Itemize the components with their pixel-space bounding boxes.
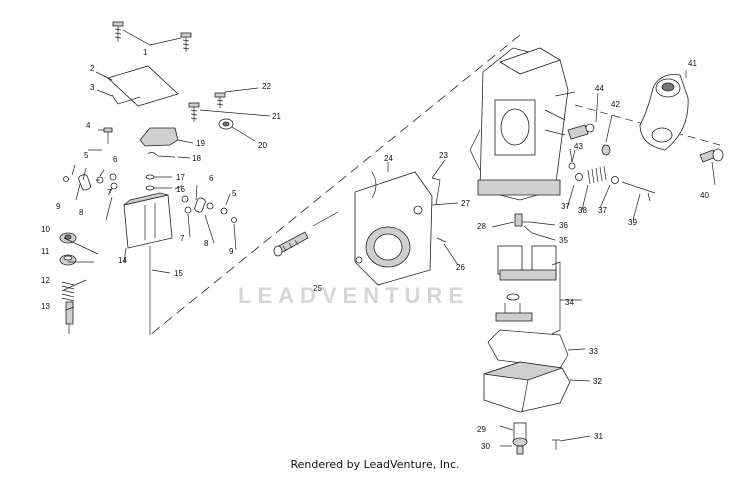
callout-42: 42 bbox=[611, 100, 620, 109]
part-29-drain-plug bbox=[512, 422, 528, 455]
part-31-screw bbox=[552, 439, 560, 450]
part-13-jet bbox=[65, 301, 74, 334]
callout-43: 43 bbox=[574, 142, 583, 151]
callout-24: 24 bbox=[384, 154, 393, 163]
part-3-gasket bbox=[111, 94, 141, 105]
callout-37a: 37 bbox=[561, 202, 570, 211]
part-33-gasket bbox=[487, 329, 569, 369]
callout-38: 38 bbox=[578, 206, 587, 215]
float-assembly bbox=[497, 245, 557, 301]
callout-31: 31 bbox=[594, 432, 603, 441]
part-11-nut bbox=[59, 254, 77, 266]
callout-34: 34 bbox=[565, 298, 574, 307]
callout-35: 35 bbox=[559, 236, 568, 245]
callout-40: 40 bbox=[700, 191, 709, 200]
part-4-screw bbox=[103, 127, 113, 144]
callout-2: 2 bbox=[90, 64, 95, 73]
part-1-screws bbox=[112, 21, 192, 52]
part-32-float-bowl bbox=[483, 361, 571, 413]
part-40-screw bbox=[699, 148, 724, 186]
part-39-pin bbox=[621, 181, 656, 194]
callout-7a: 7 bbox=[107, 188, 112, 197]
callout-21: 21 bbox=[272, 112, 281, 121]
callout-12: 12 bbox=[41, 276, 50, 285]
callout-8b: 8 bbox=[204, 239, 209, 248]
callout-9b: 9 bbox=[229, 247, 234, 256]
callout-27: 27 bbox=[461, 199, 470, 208]
callout-9a: 9 bbox=[56, 202, 61, 211]
callout-17: 17 bbox=[176, 173, 185, 182]
part-23-wire bbox=[431, 177, 441, 206]
callout-18: 18 bbox=[192, 154, 201, 163]
part-2-plate bbox=[107, 65, 179, 107]
footer-credit: Rendered by LeadVenture, Inc. bbox=[290, 458, 460, 471]
callout-22: 22 bbox=[262, 82, 271, 91]
part-24-flange bbox=[354, 171, 433, 286]
callout-11: 11 bbox=[41, 247, 50, 256]
callout-36: 36 bbox=[559, 221, 568, 230]
callout-26: 26 bbox=[456, 263, 465, 272]
part-25-screw bbox=[273, 211, 339, 257]
callout-7b: 7 bbox=[180, 234, 185, 243]
callout-3: 3 bbox=[90, 83, 95, 92]
float-arm bbox=[495, 303, 533, 322]
callout-25: 25 bbox=[313, 284, 322, 293]
callout-16: 16 bbox=[176, 185, 185, 194]
part-26-pin bbox=[436, 237, 447, 243]
callout-32: 32 bbox=[593, 377, 602, 386]
callout-23: 23 bbox=[439, 151, 448, 160]
part-14-slide bbox=[123, 192, 173, 249]
callout-19: 19 bbox=[196, 139, 205, 148]
callout-5b: 5 bbox=[232, 189, 237, 198]
small-parts-right bbox=[181, 195, 237, 223]
part-18-clip bbox=[147, 152, 176, 158]
callout-20: 20 bbox=[258, 141, 267, 150]
callout-44: 44 bbox=[595, 84, 604, 93]
part-44-fitting bbox=[567, 92, 599, 140]
callout-30: 30 bbox=[481, 442, 490, 451]
callout-10: 10 bbox=[41, 225, 50, 234]
part-41-cable-bracket bbox=[639, 70, 689, 151]
callout-4: 4 bbox=[86, 121, 91, 130]
callout-5a: 5 bbox=[84, 151, 89, 160]
part-36-needle-valve bbox=[514, 213, 533, 234]
callout-1: 1 bbox=[143, 48, 148, 57]
part-19-bracket bbox=[139, 127, 179, 147]
callout-29: 29 bbox=[477, 425, 486, 434]
part-22-screw bbox=[214, 87, 259, 108]
callout-33: 33 bbox=[589, 347, 598, 356]
part-12-spring bbox=[61, 281, 75, 302]
carburetor-body bbox=[469, 47, 576, 201]
part-38-spring bbox=[575, 165, 619, 185]
callout-13: 13 bbox=[41, 302, 50, 311]
callout-14: 14 bbox=[118, 256, 127, 265]
callout-8a: 8 bbox=[79, 208, 84, 217]
callout-41: 41 bbox=[688, 59, 697, 68]
callout-6a: 6 bbox=[113, 155, 118, 164]
part-42-screw bbox=[601, 114, 613, 156]
part-21-screw bbox=[188, 102, 271, 122]
callout-6b: 6 bbox=[209, 174, 214, 183]
watermark-text: LEADVENTURE bbox=[238, 283, 470, 308]
callout-28: 28 bbox=[477, 222, 486, 231]
part-20-nut bbox=[218, 118, 256, 142]
callout-15: 15 bbox=[174, 269, 183, 278]
part-43-oring bbox=[568, 162, 576, 170]
callout-39: 39 bbox=[628, 218, 637, 227]
callout-37b: 37 bbox=[598, 206, 607, 215]
part-10-washer bbox=[59, 232, 77, 244]
